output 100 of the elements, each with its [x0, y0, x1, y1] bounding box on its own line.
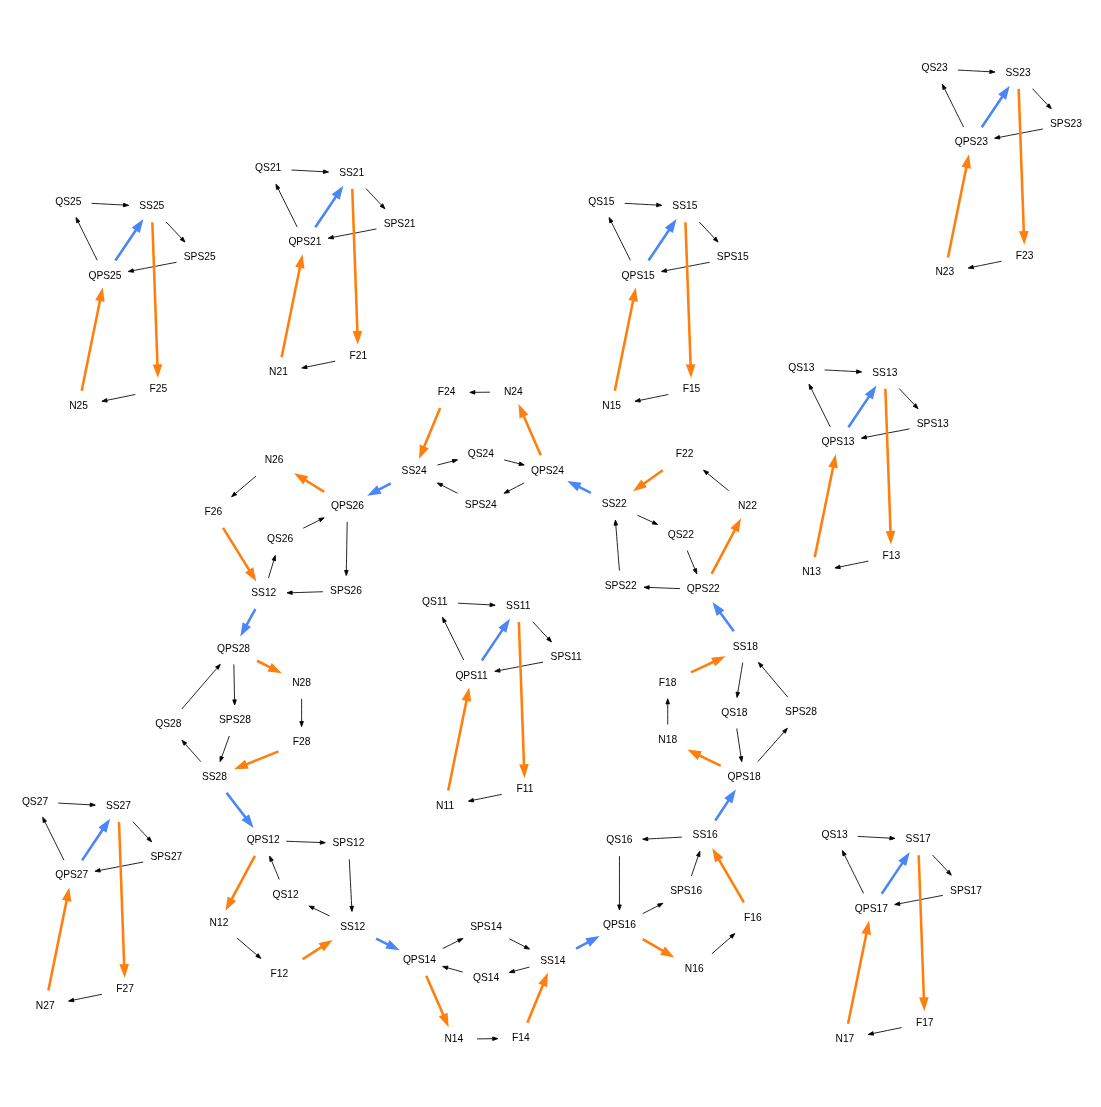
node-text: SPS13: [916, 417, 949, 429]
arrow: [101, 393, 136, 402]
arrow: [75, 216, 98, 261]
node-text: F25: [149, 382, 168, 394]
arrow: [268, 554, 276, 578]
arrow: [509, 937, 530, 950]
arrow: [165, 221, 186, 243]
arrow: [526, 972, 548, 1023]
arrow: [232, 663, 237, 705]
arrow: [469, 389, 491, 395]
node-text: QS28: [155, 717, 182, 729]
node-text: SS11: [506, 599, 531, 611]
arrow: [613, 519, 620, 571]
arrow: [436, 482, 458, 494]
arrow: [847, 385, 877, 428]
arrow: [80, 287, 105, 391]
arrow: [994, 128, 1044, 139]
node-text: QS13: [788, 361, 815, 373]
arrow: [532, 620, 552, 642]
arrow: [624, 202, 663, 207]
arrow: [57, 802, 96, 807]
node-text: F15: [682, 382, 701, 394]
arrow: [68, 993, 103, 1002]
node-text: SS23: [1005, 66, 1031, 78]
node-text: F12: [270, 967, 289, 979]
arrow: [47, 886, 72, 991]
arrow: [42, 816, 65, 860]
arrow: [350, 188, 363, 345]
arrow: [857, 835, 896, 840]
node-text: QPS14: [402, 953, 436, 965]
node-text: QPS13: [821, 435, 855, 447]
node-text: N27: [35, 999, 55, 1011]
node-text: F22: [675, 447, 694, 459]
node-text: SPS25: [183, 250, 216, 262]
node-text: N21: [269, 365, 288, 377]
arrow: [234, 749, 279, 769]
arrow: [294, 472, 325, 493]
node-text: QPS26: [330, 499, 364, 511]
node-text: QS23: [921, 61, 948, 73]
arrow: [518, 403, 542, 456]
arrow: [442, 937, 464, 949]
node-text: N17: [835, 1032, 855, 1044]
arrow: [686, 549, 698, 574]
arrow: [613, 287, 638, 391]
node-text: QS18: [721, 706, 748, 718]
arrow: [301, 360, 336, 369]
node-text: SS21: [339, 166, 365, 178]
arrow: [941, 83, 964, 127]
node-text: QS13: [821, 828, 848, 840]
arrow: [684, 221, 696, 378]
node-text: F11: [516, 782, 534, 794]
arrow: [712, 601, 735, 632]
arrow: [841, 849, 865, 894]
node-text: N12: [209, 916, 229, 928]
arrow: [691, 850, 701, 876]
arrow: [117, 821, 129, 978]
arrow: [503, 458, 525, 466]
arrow: [476, 1036, 499, 1041]
arrow: [808, 383, 831, 427]
arrow: [917, 854, 929, 1011]
node-text: QPS22: [686, 582, 720, 594]
arrow: [637, 514, 659, 525]
arrow: [94, 861, 144, 872]
arrow: [712, 847, 745, 903]
node-text: N11: [436, 799, 455, 811]
arrow: [884, 388, 896, 545]
arrow: [643, 584, 681, 590]
arrow: [181, 663, 221, 709]
node-text: QS26: [266, 532, 294, 544]
node-text: QS16: [606, 833, 633, 845]
arrow: [736, 727, 744, 762]
node-text: SS18: [732, 640, 758, 652]
arrow: [508, 966, 530, 973]
node-text: QS12: [272, 888, 299, 900]
node-text: N23: [935, 265, 955, 277]
node-text: SPS27: [150, 850, 183, 862]
arrow: [1017, 88, 1029, 245]
arrow: [898, 387, 919, 409]
arrow: [494, 661, 544, 673]
node-text: N28: [292, 676, 312, 688]
arrow: [225, 854, 256, 911]
node-text: SS27: [105, 799, 131, 811]
arrow: [880, 851, 910, 894]
arrow: [665, 697, 670, 725]
node-text: QPS24: [530, 464, 565, 476]
arrow: [567, 480, 592, 494]
node-text: SPS16: [670, 884, 703, 896]
arrow: [757, 727, 788, 762]
node-text: QS21: [255, 161, 282, 173]
node-text: SS12: [340, 920, 366, 932]
arrow: [1032, 87, 1052, 109]
node-text: SPS21: [383, 217, 416, 229]
node-text: F13: [882, 549, 901, 561]
node-text: QPS18: [727, 770, 761, 782]
node-text: QPS15: [621, 269, 655, 281]
arrow: [91, 202, 130, 207]
arrow: [375, 936, 400, 950]
arrow: [946, 153, 971, 258]
arrow: [711, 932, 736, 954]
arrow: [236, 937, 262, 959]
